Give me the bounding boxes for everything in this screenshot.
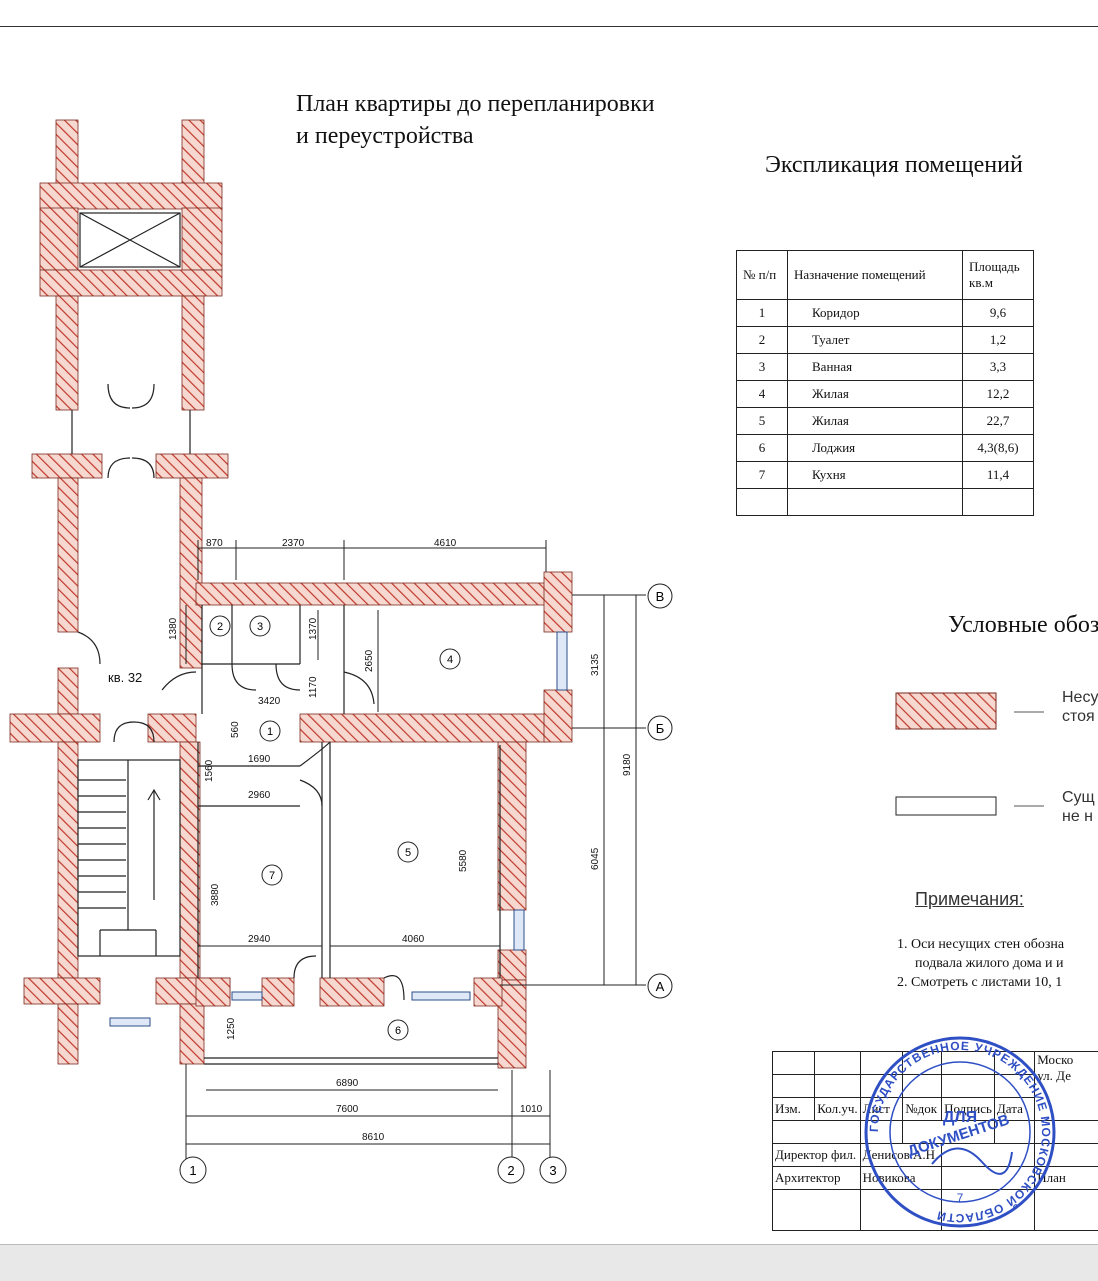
dim-1010: 1010: [520, 1104, 543, 1115]
axis-v-label: В: [656, 589, 665, 604]
dim-1170: 1170: [308, 676, 319, 698]
axis-2-label: 2: [507, 1163, 514, 1178]
dim-3420: 3420: [258, 696, 281, 707]
legend-existing-swatch: [896, 797, 996, 815]
apartment-label: кв. 32: [108, 670, 142, 685]
room-4-number: 4: [447, 654, 453, 666]
room-3-number: 3: [257, 621, 263, 633]
load-bearing-walls: [10, 120, 572, 1068]
dim-1370: 1370: [308, 617, 319, 640]
dim-560: 560: [230, 721, 241, 738]
floor-plan: 870 2370 4610 1380 1370 2650 3135 3420 1…: [0, 0, 1098, 1244]
room-7-number: 7: [269, 870, 275, 882]
dim-3135: 3135: [590, 653, 601, 676]
dim-6890: 6890: [336, 1078, 359, 1089]
axis-a-label: А: [656, 979, 665, 994]
dim-1560: 1560: [204, 759, 215, 782]
dim-2940: 2940: [248, 934, 271, 945]
dim-5580: 5580: [458, 849, 469, 872]
dim-870: 870: [206, 538, 223, 549]
partitions: [72, 213, 500, 1064]
dim-6045: 6045: [590, 847, 601, 870]
dim-8610: 8610: [362, 1132, 385, 1143]
dim-2960: 2960: [248, 790, 271, 801]
axis-1-label: 1: [189, 1163, 196, 1178]
legend-load-bearing-swatch: [896, 693, 996, 729]
dim-9180: 9180: [622, 753, 633, 776]
dim-7600: 7600: [336, 1104, 359, 1115]
bottom-strip: [0, 1244, 1098, 1281]
room-markers: 1 2 3 4 5 6 7: [210, 616, 460, 1040]
room-6-number: 6: [395, 1025, 401, 1037]
axis-3-label: 3: [549, 1163, 556, 1178]
dim-1250: 1250: [226, 1017, 237, 1040]
dim-3880: 3880: [210, 883, 221, 906]
dim-1690: 1690: [248, 754, 271, 765]
dim-2370: 2370: [282, 538, 305, 549]
dim-4060: 4060: [402, 934, 425, 945]
dim-4610: 4610: [434, 538, 457, 549]
dim-1380: 1380: [168, 617, 179, 640]
room-5-number: 5: [405, 847, 411, 859]
room-1-number: 1: [267, 726, 273, 738]
room-2-number: 2: [217, 621, 223, 633]
dim-2650: 2650: [364, 649, 375, 672]
axis-b-label: Б: [656, 721, 665, 736]
